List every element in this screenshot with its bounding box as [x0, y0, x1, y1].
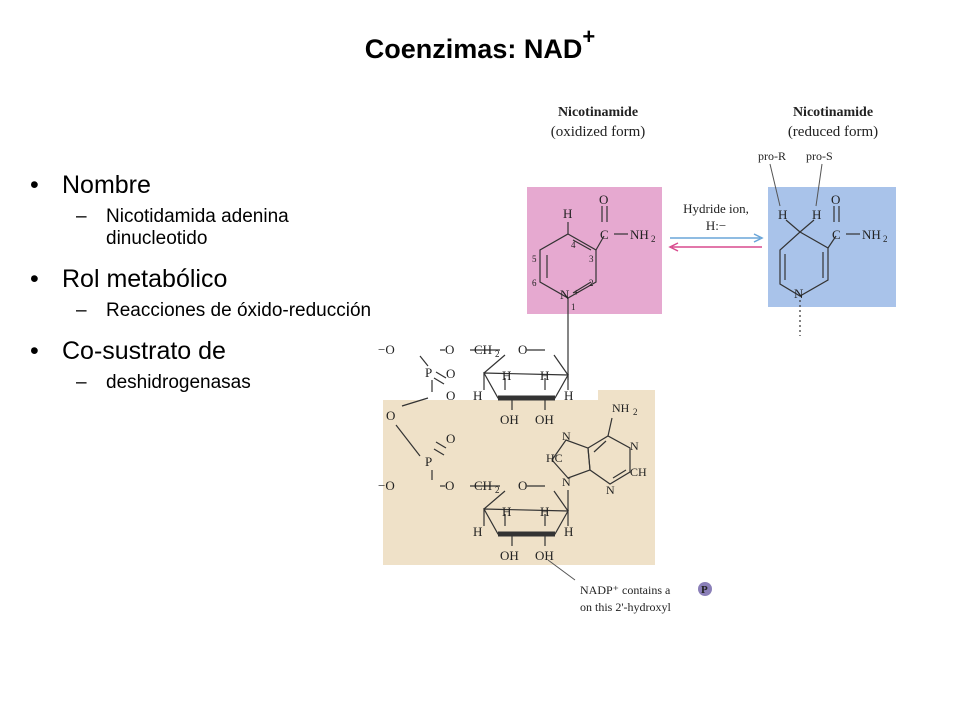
red-title: Nicotinamide [793, 105, 873, 120]
svg-text:2: 2 [883, 234, 888, 244]
sub-bullet-cosustrato: –deshidrogenasas [76, 372, 251, 393]
slide-title: Coenzimas: NAD+ [364, 24, 596, 64]
pro-s-label: pro-S [806, 149, 833, 163]
note-p: P [701, 584, 708, 596]
adenine [551, 417, 631, 485]
svg-text:O: O [831, 192, 840, 207]
svg-text:H: H [502, 504, 511, 519]
sub-bullet-nombre: –Nicotidamida adenina dinucleotido [76, 206, 289, 249]
svg-text:O: O [386, 408, 395, 423]
svg-text:NH: NH [612, 401, 630, 415]
note-line2: on this 2'-hydroxyl [580, 600, 671, 614]
svg-text:+: + [573, 287, 579, 299]
red-sub: (reduced form) [788, 124, 878, 140]
hydride-label: Hydride ion, [683, 201, 749, 216]
note-pointer [547, 559, 576, 581]
svg-text:NH: NH [862, 227, 881, 242]
svg-text:P: P [425, 454, 432, 469]
svg-text:2: 2 [589, 278, 594, 288]
svg-text:CH: CH [474, 478, 492, 493]
svg-text:N: N [562, 475, 571, 489]
svg-text:OH: OH [500, 412, 519, 427]
svg-text:2: 2 [495, 485, 500, 495]
svg-text:O: O [518, 342, 527, 357]
pro-r-label: pro-R [758, 149, 786, 163]
pro-s-pointer [815, 163, 823, 207]
svg-text:P: P [425, 365, 432, 380]
svg-text:H: H [502, 368, 511, 383]
svg-text:NH: NH [630, 227, 649, 242]
bullet-cosustrato: Co-sustrato de [30, 336, 375, 366]
svg-text:HC: HC [546, 451, 563, 465]
svg-text:OH: OH [535, 412, 554, 427]
svg-text:4: 4 [571, 240, 576, 250]
oxidized-nicotinamide [539, 206, 628, 380]
ribose-lower [395, 424, 570, 546]
bullet-rol: Rol metabólico [30, 264, 375, 294]
title-superscript: + [582, 24, 596, 49]
svg-text:H: H [564, 388, 573, 403]
reduced-nicotinamide [779, 206, 860, 336]
adenine-panel [383, 390, 655, 565]
sub-bullet-rol: –Reacciones de óxido-reducción [76, 300, 372, 321]
ox-sub: (oxidized form) [551, 124, 646, 140]
svg-text:O: O [599, 192, 608, 207]
ribose-upper [401, 349, 570, 410]
hydride-symbol: H:− [706, 218, 726, 233]
svg-text:O: O [518, 478, 527, 493]
svg-text:H: H [473, 524, 482, 539]
svg-text:H: H [540, 504, 549, 519]
svg-text:−O: −O [378, 478, 395, 493]
svg-text:5: 5 [532, 254, 537, 264]
phosphate-p-icon [698, 582, 712, 596]
svg-text:N: N [794, 286, 804, 301]
svg-text:OH: OH [535, 548, 554, 563]
svg-text:N: N [606, 483, 615, 497]
oxidized-panel [527, 187, 662, 314]
svg-text:H: H [540, 368, 549, 383]
svg-text:2: 2 [495, 349, 500, 359]
ox-title: Nicotinamide [558, 105, 638, 120]
svg-text:2: 2 [633, 407, 638, 417]
svg-text:O: O [446, 431, 455, 446]
svg-text:N: N [630, 439, 639, 453]
pro-r-pointer [769, 163, 781, 207]
svg-text:O: O [445, 342, 454, 357]
svg-text:H: H [563, 206, 572, 221]
svg-text:CH: CH [630, 465, 647, 479]
svg-text:C: C [832, 227, 841, 242]
svg-text:CH: CH [474, 342, 492, 357]
svg-text:C: C [600, 227, 609, 242]
svg-text:O: O [445, 478, 454, 493]
svg-text:H: H [812, 207, 821, 222]
reduced-panel [768, 187, 896, 307]
svg-text:−O: −O [378, 342, 395, 357]
svg-text:3: 3 [589, 254, 594, 264]
svg-text:N: N [560, 287, 570, 302]
svg-text:O: O [446, 366, 455, 381]
svg-text:H: H [564, 524, 573, 539]
note-line1: NADP⁺ contains a [580, 583, 671, 597]
svg-text:O: O [446, 388, 455, 403]
svg-text:H: H [473, 388, 482, 403]
bullet-nombre: Nombre [30, 170, 375, 200]
svg-text:H: H [778, 207, 787, 222]
bullet-list: Nombre –Nicotidamida adenina dinucleotid… [30, 170, 375, 408]
svg-text:OH: OH [500, 548, 519, 563]
svg-text:2: 2 [651, 234, 656, 244]
svg-text:6: 6 [532, 278, 537, 288]
svg-text:N: N [562, 429, 571, 443]
svg-text:1: 1 [571, 302, 576, 312]
